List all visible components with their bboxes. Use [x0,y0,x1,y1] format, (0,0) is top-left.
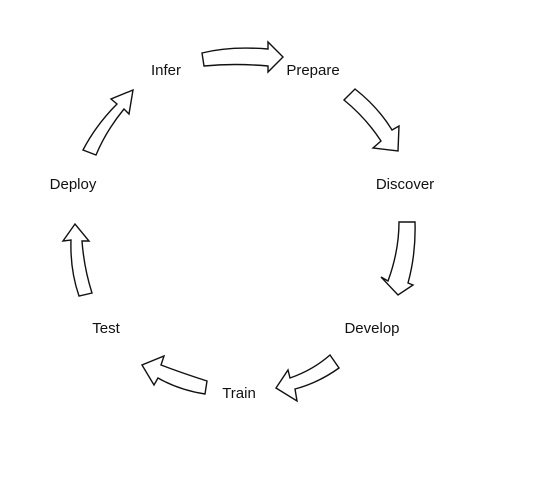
arrow-deploy-to-infer [82,88,134,156]
arrow-discover-to-develop [380,221,416,296]
arrow-test-to-deploy [61,222,93,297]
arrow-infer-to-prepare [201,40,284,74]
arrow-develop-to-train [275,353,340,403]
stage-label-discover: Discover [375,176,435,193]
stage-label-prepare: Prepare [286,62,340,79]
stage-label-develop: Develop [344,320,400,337]
stage-label-infer: Infer [150,62,182,79]
arrow-prepare-to-discover [342,88,400,152]
stage-label-deploy: Deploy [49,176,97,193]
arrow-train-to-test [140,354,208,395]
stage-label-test: Test [92,320,120,337]
stage-label-train: Train [222,385,256,402]
